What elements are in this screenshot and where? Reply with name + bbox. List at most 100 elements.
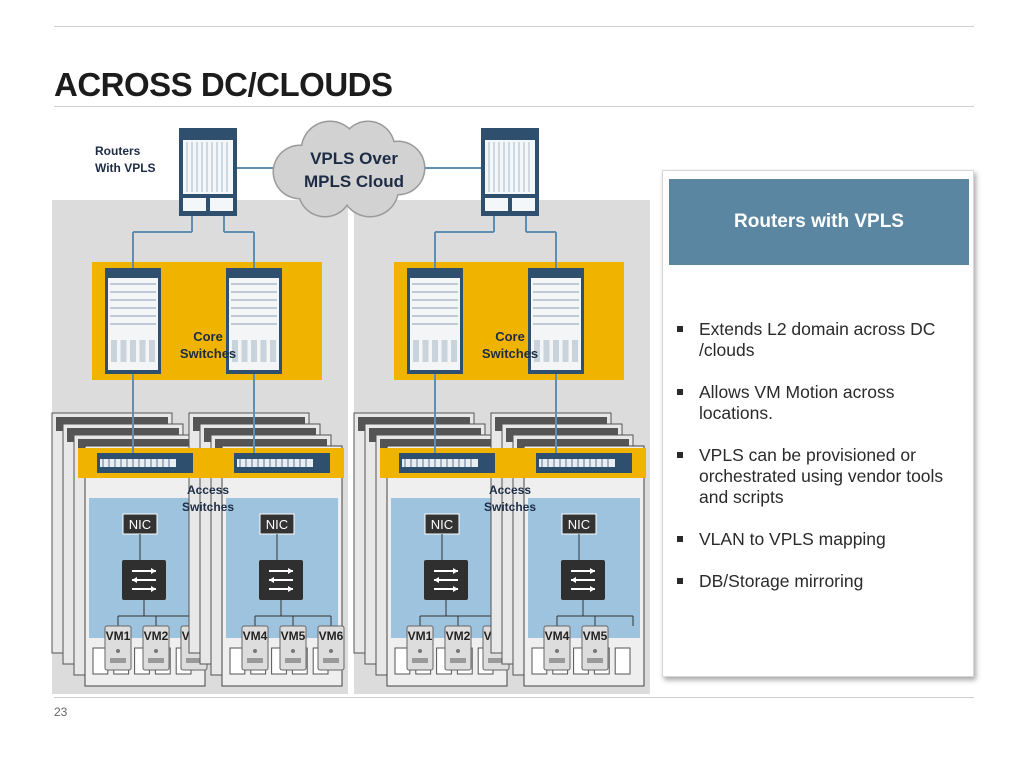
access-switch-ports xyxy=(402,459,478,467)
top-rule xyxy=(54,26,974,27)
switch-arrow-head xyxy=(571,577,576,583)
core-switch-fan xyxy=(562,340,569,362)
router-faceplate xyxy=(183,140,233,194)
bullet-square-icon xyxy=(677,389,683,395)
router-icon xyxy=(179,128,237,216)
vm-label: VM2 xyxy=(144,629,169,643)
core-switch-fan xyxy=(270,340,276,362)
vm-vent xyxy=(186,658,202,663)
bottom-rule xyxy=(54,697,974,698)
router-icon xyxy=(481,128,539,216)
info-panel: Routers with VPLS Extends L2 domain acro… xyxy=(662,170,974,677)
info-panel-header: Routers with VPLS xyxy=(669,179,969,265)
core-switch-fan xyxy=(422,340,429,362)
routers-label: Routers xyxy=(95,144,141,158)
vm-vent xyxy=(587,658,603,663)
access-switch-icon xyxy=(234,453,330,473)
core-switch-fan xyxy=(149,340,155,362)
access-switches-label: Switches xyxy=(182,500,234,514)
vm-vent xyxy=(148,658,164,663)
core-switch-icon xyxy=(407,268,463,374)
core-switches-label: Switches xyxy=(180,346,236,361)
core-switch-fan xyxy=(441,340,448,362)
slide-title: ACROSS DC/CLOUDS xyxy=(54,66,393,103)
switch-arrow-head xyxy=(288,568,293,574)
access-switch-ports xyxy=(100,459,176,467)
bullet-square-icon xyxy=(677,536,683,542)
vm-led xyxy=(329,649,333,653)
vm-vent xyxy=(247,658,263,663)
nic-label: NIC xyxy=(129,517,151,532)
cloud-label: MPLS Cloud xyxy=(304,172,404,191)
core-switch-fan xyxy=(111,340,117,362)
core-switch-fan xyxy=(232,340,238,362)
vm-label: VM5 xyxy=(281,629,306,643)
vm-label: VM2 xyxy=(446,629,471,643)
nic-label: NIC xyxy=(568,517,590,532)
vm-label: VM1 xyxy=(106,629,131,643)
vm-vent xyxy=(285,658,301,663)
vpls-diagram: CoreSwitchesNICVM1VM2VM3NICVM4VM5VM6Acce… xyxy=(51,120,650,694)
access-switch-icon xyxy=(399,453,495,473)
vm-label: VM4 xyxy=(243,629,268,643)
access-switch-ports xyxy=(237,459,313,467)
router-psu xyxy=(183,198,206,211)
vm-label: VM5 xyxy=(583,629,608,643)
switch-arrow-head xyxy=(151,568,156,574)
mpls-cloud-icon xyxy=(272,120,426,218)
core-switch-fan xyxy=(260,340,267,362)
core-switch-fan xyxy=(572,340,578,362)
bullet-square-icon xyxy=(677,578,683,584)
access-switch-icon xyxy=(97,453,193,473)
vm-label: VM1 xyxy=(408,629,433,643)
vm-vent xyxy=(110,658,126,663)
page-number: 23 xyxy=(54,705,68,719)
vm-vent xyxy=(412,658,428,663)
switch-arrow-head xyxy=(590,568,595,574)
core-switch-icon xyxy=(226,268,282,374)
switch-arrow-head xyxy=(151,586,156,592)
core-switches-label: Core xyxy=(495,329,525,344)
switch-arrow-head xyxy=(590,586,595,592)
nic-label: NIC xyxy=(431,517,453,532)
switch-arrow-head xyxy=(132,577,137,583)
router-faceplate xyxy=(485,140,535,194)
core-switches-label: Core xyxy=(193,329,223,344)
bullet-item: Allows VM Motion across locations. xyxy=(675,382,965,424)
vm-led xyxy=(291,649,295,653)
switch-arrow-head xyxy=(453,568,458,574)
bullet-item: DB/Storage mirroring xyxy=(675,571,965,592)
core-switch-fan xyxy=(251,340,257,362)
core-switch-fan xyxy=(543,340,550,362)
vm-vent xyxy=(450,658,466,663)
core-switch-fan xyxy=(413,340,419,362)
core-switch-fan xyxy=(432,340,438,362)
bullet-item: Extends L2 domain across DC /clouds xyxy=(675,319,965,361)
nic-label: NIC xyxy=(266,517,288,532)
routers-label: With VPLS xyxy=(95,161,156,175)
cloud-fill xyxy=(318,138,382,202)
vm-led xyxy=(593,649,597,653)
access-switches-label: Access xyxy=(187,483,229,497)
core-switch-fan xyxy=(139,340,146,362)
vm-led xyxy=(456,649,460,653)
vm-led xyxy=(116,649,120,653)
router-psu xyxy=(512,198,535,211)
server-rack-stack: NICVM1VM2VM3 xyxy=(51,412,208,687)
access-switches-label: Switches xyxy=(484,500,536,514)
core-switch-fan xyxy=(130,340,136,362)
core-switch-fan xyxy=(451,340,457,362)
bullet-square-icon xyxy=(677,452,683,458)
router-psu xyxy=(485,198,508,211)
vm-label: VM6 xyxy=(319,629,344,643)
server-drive-slot xyxy=(614,647,631,675)
vm-vent xyxy=(549,658,565,663)
switch-arrow-head xyxy=(288,586,293,592)
core-switch-fan xyxy=(553,340,559,362)
core-switch-fan xyxy=(534,340,540,362)
switch-arrow-head xyxy=(269,577,274,583)
core-switches-label: Switches xyxy=(482,346,538,361)
bullet-list: Extends L2 domain across DC /clouds Allo… xyxy=(675,319,965,613)
core-switch-fan xyxy=(120,340,127,362)
vm-led xyxy=(253,649,257,653)
